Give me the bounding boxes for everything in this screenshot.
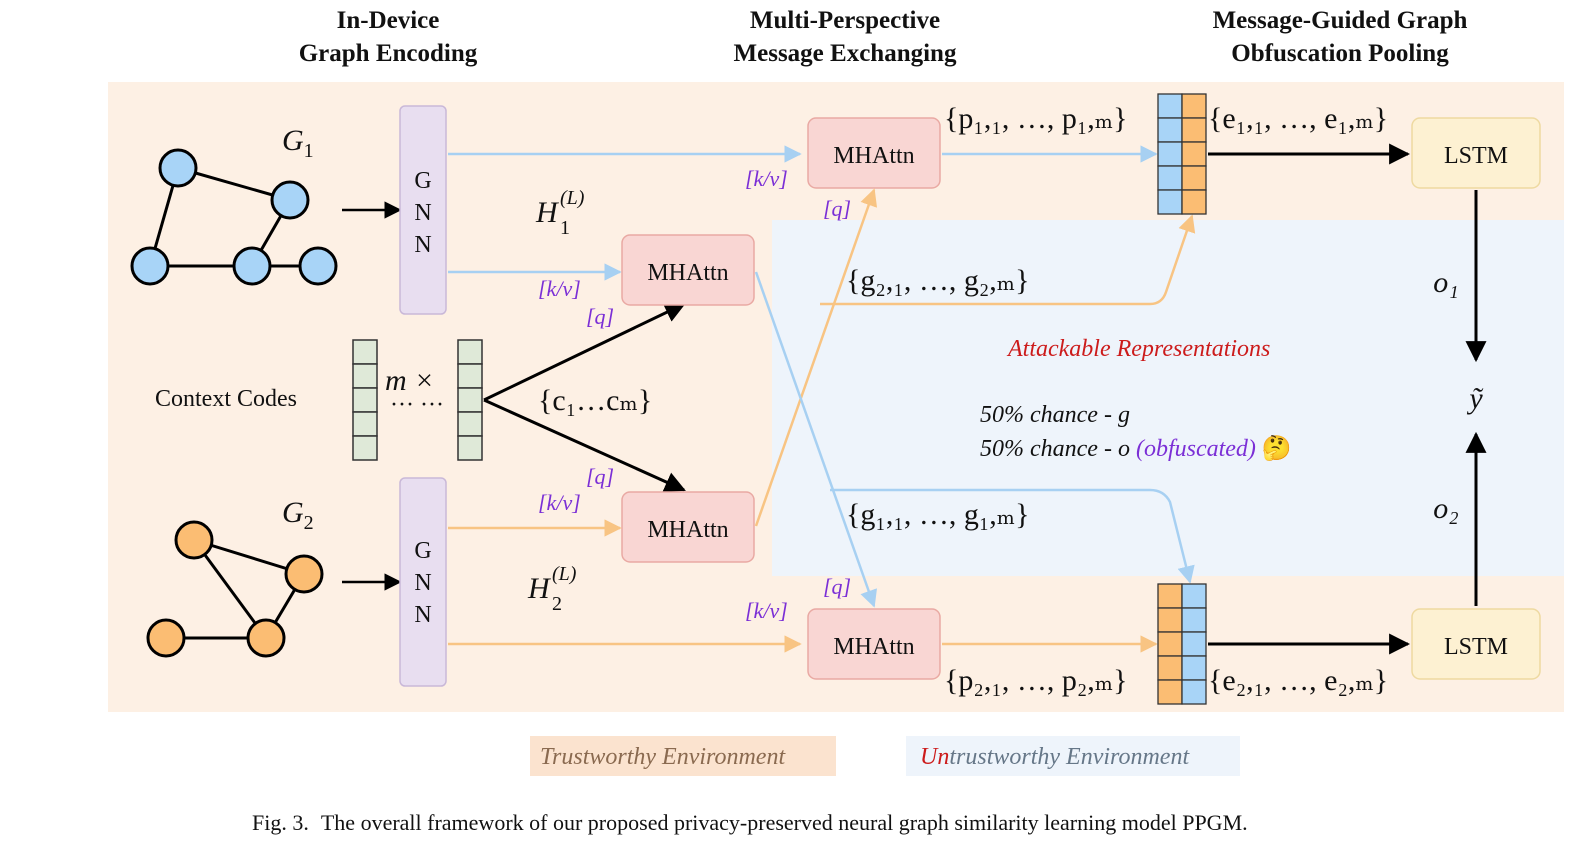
e1-set: {e₁,₁, …, e₁,ₘ}	[1208, 102, 1388, 135]
svg-text:MHAttn: MHAttn	[833, 634, 914, 660]
svg-text:N: N	[414, 232, 431, 258]
lstm-box-bottom: LSTM	[1411, 608, 1541, 680]
legend-trust-swatch	[530, 736, 836, 776]
legend-untrust-swatch	[906, 736, 1240, 776]
y-tilde-label: ỹ	[1466, 382, 1483, 415]
header-col1-line2: Graph Encoding	[299, 40, 478, 67]
q-tag-bottom-right: [q]	[823, 574, 851, 599]
svg-text:N: N	[414, 570, 431, 596]
kv-tag-bottom-right: [k/v]	[745, 598, 788, 623]
attackable-title: Attackable Representations	[1006, 336, 1270, 362]
kv-tag-top-right: [k/v]	[745, 166, 788, 191]
mhattn-box-mid-top: MHAttn	[621, 234, 755, 306]
header-col3-line1: Message-Guided Graph	[1213, 7, 1468, 34]
g1-set: {g₁,₁, …, g₁,ₘ}	[846, 498, 1030, 531]
q-tag-top-right: [q]	[823, 196, 851, 221]
untrustworthy-region	[772, 220, 1564, 576]
p1-set: {p₁,₁, …, p₁,ₘ}	[944, 102, 1128, 135]
g2-set: {g₂,₁, …, g₂,ₘ}	[846, 264, 1030, 297]
attack-line-2: 50% chance - o (obfuscated)🤔	[980, 435, 1292, 462]
svg-text:LSTM: LSTM	[1444, 143, 1508, 169]
embedding-stack-top-orange	[1181, 93, 1207, 215]
embedding-stack-bottom-orange	[1157, 583, 1183, 705]
legend-trust-label: Trustworthy Environment	[540, 744, 786, 770]
legend-untrust-label: Untrustworthy Environment	[920, 744, 1190, 770]
context-dots: ··· ···	[390, 392, 444, 418]
svg-text:G: G	[414, 168, 431, 194]
svg-text:N: N	[414, 602, 431, 628]
svg-text:N: N	[414, 200, 431, 226]
lstm-box-top: LSTM	[1411, 117, 1541, 189]
svg-text:MHAttn: MHAttn	[833, 143, 914, 169]
context-code-column-right	[457, 339, 483, 461]
q-tag-mid-top: [q]	[586, 304, 614, 329]
svg-text:LSTM: LSTM	[1444, 634, 1508, 660]
svg-text:MHAttn: MHAttn	[647, 260, 728, 286]
context-codes-label: Context Codes	[155, 386, 297, 412]
codes-to-mhattn-top-arrow	[483, 302, 686, 402]
o2-label: o₂	[1433, 492, 1458, 525]
header-col2-line1: Multi-Perspective	[750, 7, 940, 34]
svg-text:MHAttn: MHAttn	[647, 517, 728, 543]
g1-set-route-arrow	[830, 488, 1195, 584]
header-col1-line1: In-Device	[337, 7, 440, 34]
mhattn-top-to-bottom-cross-arrow	[754, 271, 878, 608]
p2-set: {p₂,₁, …, p₂,ₘ}	[944, 664, 1128, 697]
context-codes-set: {c₁…cₘ}	[538, 384, 652, 417]
figure-caption: Fig. 3.The overall framework of our prop…	[252, 810, 1248, 835]
gnn-box-2: G N N	[399, 477, 447, 687]
g2-set-route-arrow	[820, 214, 1196, 306]
mhattn-box-bottom-right: MHAttn	[807, 608, 941, 680]
embedding-stack-top-blue	[1157, 93, 1183, 215]
mhattn-box-top-right: MHAttn	[807, 117, 941, 189]
mhattn-bottom-to-top-cross-arrow	[754, 188, 878, 527]
g1-label: G1	[282, 124, 314, 162]
thinking-face-icon: 🤔	[1262, 435, 1292, 462]
m-times-label: m ×	[385, 364, 434, 397]
attack-line-1: 50% chance - g	[980, 402, 1130, 428]
o1-label: o₁	[1433, 266, 1458, 299]
mhattn-box-mid-bottom: MHAttn	[621, 491, 755, 563]
header-col3-line2: Obfuscation Pooling	[1231, 40, 1449, 67]
kv-tag-mid-bottom: [k/v]	[538, 490, 581, 515]
codes-to-mhattn-bottom-arrow	[483, 398, 686, 492]
header-col2-line2: Message Exchanging	[734, 40, 957, 67]
svg-text:G: G	[414, 538, 431, 564]
kv-tag-mid-top: [k/v]	[538, 276, 581, 301]
g2-label: G2	[282, 496, 314, 534]
graph-g2	[146, 520, 324, 658]
embedding-stack-bottom-blue	[1181, 583, 1207, 705]
context-code-column-left	[352, 339, 378, 461]
gnn-box-1: G N N	[399, 105, 447, 315]
e2-set: {e₂,₁, …, e₂,ₘ}	[1208, 664, 1388, 697]
graph-g1	[130, 148, 338, 286]
q-tag-mid-bottom: [q]	[586, 464, 614, 489]
